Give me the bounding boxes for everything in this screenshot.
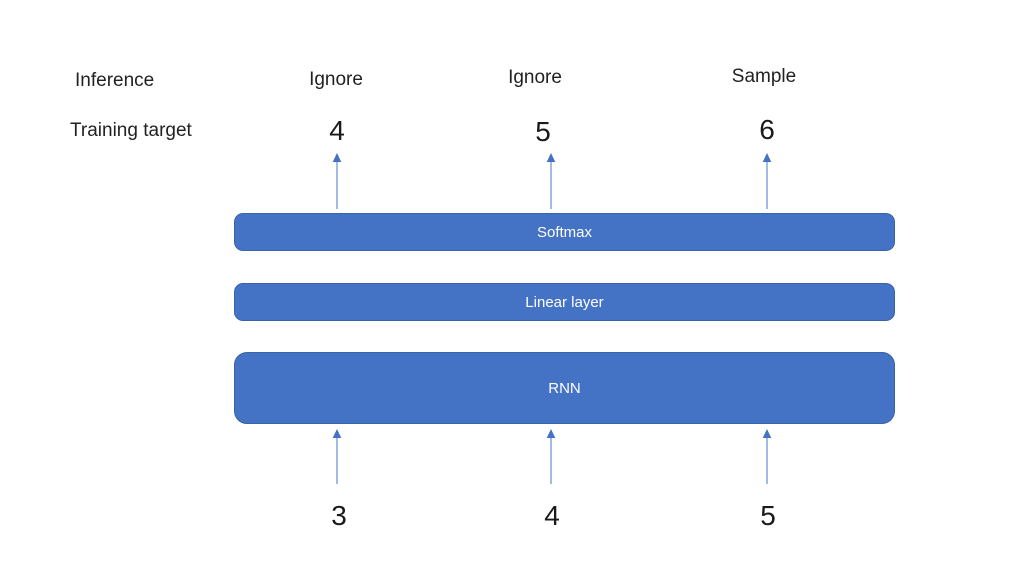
inference-action-col1: Ignore <box>309 69 363 90</box>
training-target-row-label: Training target <box>70 120 192 141</box>
softmax-layer-label: Softmax <box>536 223 593 241</box>
inference-action-col3: Sample <box>731 66 797 87</box>
training-target-col2: 5 <box>535 116 551 147</box>
input-token-col3: 5 <box>760 500 776 531</box>
softmax-layer-box: Softmax <box>234 213 895 251</box>
inference-row-label: Inference <box>75 70 155 91</box>
up-arrow-icon <box>761 429 773 484</box>
linear-layer-label: Linear layer <box>525 293 604 311</box>
up-arrow-icon <box>331 429 343 484</box>
training-target-col3: 6 <box>759 114 775 145</box>
up-arrow-icon <box>761 153 773 209</box>
input-token-col1: 3 <box>331 500 347 531</box>
rnn-layer-label: RNN <box>548 379 581 397</box>
linear-layer-box: Linear layer <box>234 283 895 321</box>
inference-action-col2: Ignore <box>508 67 562 88</box>
training-target-col1: 4 <box>329 115 345 146</box>
up-arrow-icon <box>331 153 343 209</box>
rnn-layer-box: RNN <box>234 352 895 424</box>
up-arrow-icon <box>545 429 557 484</box>
up-arrow-icon <box>545 153 557 209</box>
input-token-col2: 4 <box>544 500 560 531</box>
